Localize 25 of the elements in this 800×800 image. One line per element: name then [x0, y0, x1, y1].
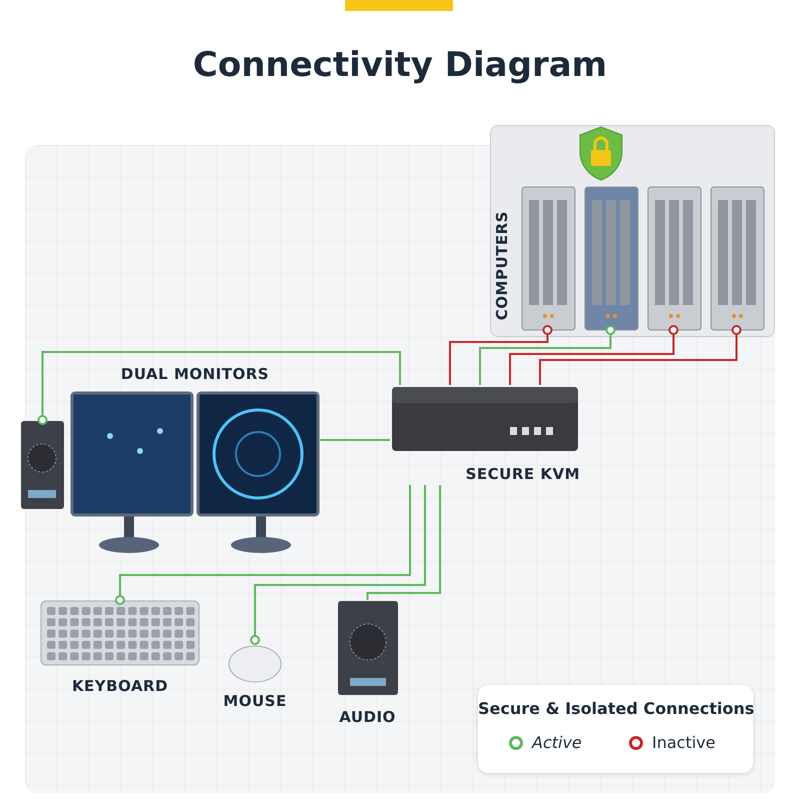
connection-line	[449, 325, 552, 385]
device-label: AUDIO	[338, 708, 397, 726]
diagram-title: Connectivity Diagram	[192, 45, 608, 85]
device-label: COMPUTERS	[493, 211, 511, 320]
connection-line	[115, 485, 411, 605]
connection-line	[539, 325, 742, 385]
computer-tower-drawing	[710, 186, 765, 331]
device-label: SECURE KVM	[466, 465, 580, 483]
computer-tower-drawing	[647, 186, 702, 331]
device-label: DUAL MONITORS	[120, 365, 270, 383]
computer-group	[490, 125, 775, 337]
speaker-drawing	[20, 420, 65, 510]
device-label: MOUSE	[222, 692, 288, 710]
computer-tower-drawing	[584, 186, 639, 331]
legend-label: Active	[532, 733, 582, 752]
connection-line	[366, 485, 441, 600]
legend-label: Inactive	[652, 733, 716, 752]
device-label: KEYBOARD	[70, 677, 170, 695]
connection-line	[250, 485, 426, 645]
connection-line	[479, 325, 616, 385]
connection-line	[509, 325, 678, 385]
connection-line	[320, 439, 390, 441]
connection-line	[38, 351, 401, 425]
legend-title: Secure & Isolated Connections	[478, 699, 753, 718]
computer-tower-drawing	[521, 186, 576, 331]
